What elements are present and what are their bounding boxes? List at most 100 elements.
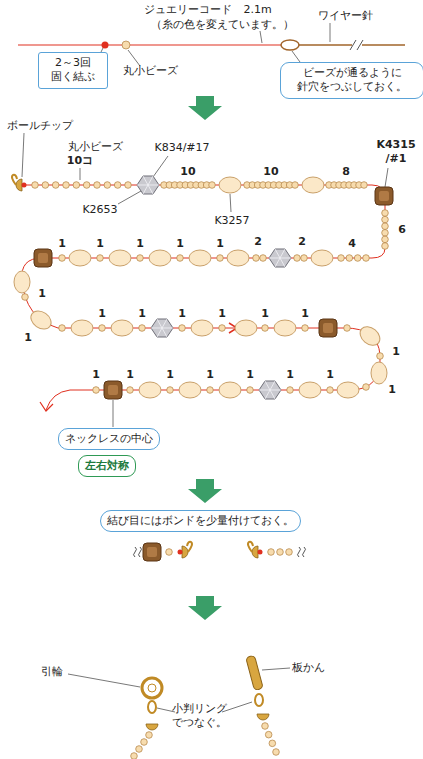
seed-bead — [354, 255, 361, 262]
spring-ring — [142, 678, 162, 698]
seed-bead — [207, 387, 214, 394]
count: 1 — [392, 345, 400, 359]
seed-bead — [114, 182, 121, 189]
wood-bead — [319, 319, 337, 337]
thread-end-arrow — [40, 402, 53, 411]
seed-bead — [93, 387, 100, 394]
seed-bead — [346, 255, 353, 262]
count: 1 — [261, 307, 269, 321]
crystal-bead — [259, 381, 281, 399]
seed-bead — [253, 255, 260, 262]
oval-bead — [71, 320, 93, 336]
break-mark — [298, 547, 306, 557]
seed-bead — [338, 255, 345, 262]
count: 1 — [126, 368, 134, 382]
count: 8 — [342, 165, 350, 179]
oval-bead — [337, 382, 359, 398]
note-tag: 左右対称 — [78, 455, 136, 477]
oval-bead — [311, 250, 333, 266]
seed-bead — [22, 294, 29, 301]
seed-bead — [382, 243, 389, 250]
wood-bead — [375, 187, 393, 205]
callout-text: 2～3回 固く結ぶ — [45, 56, 101, 85]
wood-bead-face — [379, 191, 389, 201]
callout-text: 結び目にはボンドを少量付けておく。 — [107, 514, 294, 528]
seed-bead — [167, 387, 174, 394]
part-name: 丸小ビーズ — [68, 140, 123, 154]
oval-bead — [299, 382, 321, 398]
count: 1 — [206, 368, 214, 382]
oval-bead — [356, 323, 383, 349]
jump-ring — [148, 701, 156, 713]
seed-bead — [209, 182, 216, 189]
crystal-facet — [151, 319, 173, 337]
count: 1 — [166, 368, 174, 382]
wood-bead-face — [108, 385, 118, 395]
oval-bead — [14, 271, 30, 293]
crystal-facet — [269, 249, 291, 267]
oval-bead — [111, 320, 133, 336]
seed-bead — [32, 182, 39, 189]
count: 2 — [298, 235, 306, 249]
seed-bead — [382, 236, 389, 243]
count: 1 — [136, 237, 144, 251]
oval-bead — [27, 307, 54, 333]
ball-tip-hook — [248, 542, 253, 552]
count: 1 — [388, 383, 396, 397]
oval-bead — [189, 250, 211, 266]
seed-bead — [137, 255, 144, 262]
seed-bead — [363, 255, 370, 262]
ball-tip — [252, 546, 258, 558]
oval-bead — [179, 382, 201, 398]
callout-box: 結び目にはボンドを少量付けておく。 — [100, 510, 301, 532]
seed-bead — [217, 255, 224, 262]
seed-bead — [269, 740, 276, 747]
plate-tab — [246, 655, 263, 690]
ball-tip-hook — [187, 542, 192, 552]
wood-bead — [104, 381, 122, 399]
count: 1 — [138, 307, 146, 321]
seed-bead — [42, 182, 49, 189]
wood-bead-face — [323, 323, 333, 333]
note: （糸の色を変えています。） — [151, 18, 294, 32]
ball-tip — [16, 179, 22, 191]
spring-ring-lever — [148, 684, 156, 692]
knot — [258, 550, 263, 555]
seed-bead — [94, 182, 101, 189]
count: 1 — [38, 287, 46, 301]
seed-bead — [262, 325, 269, 332]
part-name: 丸小ビーズ — [123, 64, 178, 78]
callout-text: ネックレスの中心 — [65, 432, 153, 446]
seed-bead — [97, 255, 104, 262]
seed-bead — [265, 731, 272, 738]
count: 10コ — [67, 154, 93, 168]
ball-tip — [146, 724, 158, 730]
seed-bead — [125, 182, 132, 189]
seed-bead — [139, 325, 146, 332]
seed-bead — [287, 387, 294, 394]
seed-bead — [301, 255, 308, 262]
part-number: K4315 /#1 — [375, 138, 417, 166]
thread — [22, 185, 385, 410]
seed-bead — [166, 549, 173, 556]
seed-bead — [177, 255, 184, 262]
seed-bead — [363, 384, 370, 391]
count: 1 — [301, 307, 309, 321]
seed-bead — [262, 723, 269, 730]
seed-bead — [99, 325, 106, 332]
seed-bead — [219, 325, 226, 332]
cord-and-needle — [18, 40, 405, 50]
wood-bead — [34, 249, 52, 267]
callout-text: 左右対称 — [85, 459, 129, 473]
seed-bead — [377, 353, 384, 360]
count: 1 — [246, 368, 254, 382]
seed-bead — [59, 255, 66, 262]
wood-bead-face — [147, 547, 157, 557]
oval-bead — [302, 177, 324, 193]
seed-bead — [361, 182, 368, 189]
ball-tip — [257, 714, 269, 720]
note: 小判リング でつなぐ。 — [164, 702, 234, 730]
seed-bead — [179, 325, 186, 332]
ball-tip — [182, 546, 188, 558]
part-name: ジュエリーコード 2.1m — [144, 3, 271, 17]
